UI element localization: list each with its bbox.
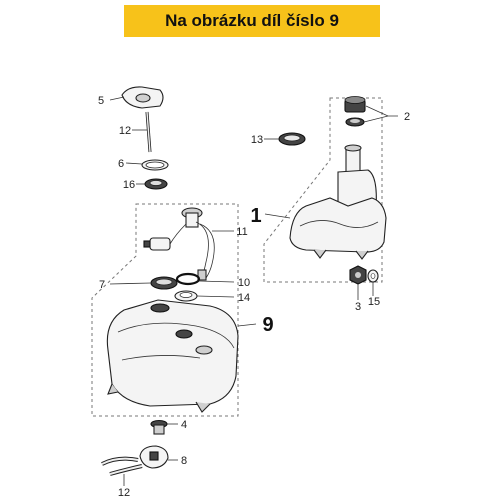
callout-7: 7 [99, 279, 105, 291]
part-12-hoses-bottom [101, 456, 143, 476]
part-3-nut [349, 265, 367, 285]
callout-1: 1 [250, 205, 261, 227]
part-9-fuel-tank [106, 299, 239, 413]
part-6-clamp [141, 159, 169, 171]
callout-12-top: 12 [119, 125, 131, 137]
part-11-pump-assembly [143, 207, 215, 281]
leader-lines [109, 96, 398, 486]
part-13-gasket [278, 132, 306, 146]
callout-13: 13 [251, 134, 263, 146]
callout-3: 3 [355, 301, 361, 313]
callout-16: 16 [123, 179, 135, 191]
part-10-o-ring [175, 272, 201, 286]
part-14-clamp-ring [174, 290, 198, 302]
tank-1-group-outline [263, 97, 383, 283]
part-7-ring-nut [150, 276, 178, 290]
part-15-washer [367, 269, 379, 283]
callout-2: 2 [404, 111, 410, 123]
part-12-tube-top [145, 111, 152, 153]
part-4-plug [150, 419, 168, 435]
part-5-bracket [121, 86, 164, 109]
callout-5: 5 [98, 95, 104, 107]
callout-8: 8 [181, 455, 187, 467]
part-8-fuel-tap [139, 445, 169, 469]
callout-4: 4 [181, 419, 187, 431]
callout-15: 15 [368, 296, 380, 308]
callout-11: 11 [236, 226, 247, 238]
title-banner: Na obrázku díl číslo 9 [124, 5, 380, 37]
callout-9: 9 [262, 314, 273, 336]
callout-14: 14 [238, 292, 250, 304]
callout-6: 6 [118, 158, 124, 170]
part-16-seal [144, 178, 168, 190]
callout-12-bottom: 12 [118, 487, 130, 499]
callout-10: 10 [238, 277, 250, 289]
tank-9-group-outline [91, 203, 239, 417]
part-2-filler-cap [344, 96, 366, 127]
part-1-tank [289, 144, 387, 260]
